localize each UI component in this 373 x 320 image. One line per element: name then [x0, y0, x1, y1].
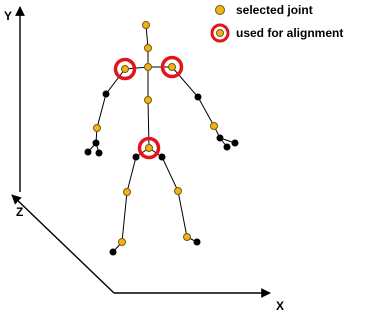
- left-ankle-joint: [118, 238, 126, 246]
- left-shoulder-joint: [121, 65, 129, 73]
- right-shoulder-alignment-ring: [160, 55, 184, 79]
- skeleton-bones: [87, 24, 236, 253]
- z-axis: [11, 194, 115, 294]
- z-axis-label: Z: [16, 205, 23, 219]
- spine-bone: [145, 24, 150, 149]
- left-leg-bone: [112, 156, 137, 253]
- other-joints: [84, 90, 239, 256]
- right-foot-joint: [193, 238, 201, 246]
- hip-center-joint: [145, 144, 153, 152]
- right-hand-joint: [216, 134, 224, 142]
- left-foot-joint: [109, 248, 117, 256]
- legend-alignment-joint-marker: [216, 29, 224, 37]
- hip-center-alignment-ring: [137, 136, 161, 160]
- right-elbow-joint: [194, 93, 202, 101]
- alignment-rings: [113, 55, 184, 160]
- left-knee-joint: [123, 188, 131, 196]
- left-elbow-joint: [102, 90, 110, 98]
- right-leg-bone: [161, 156, 198, 243]
- axes: Y Z X: [4, 6, 284, 313]
- right-shoulder-joint: [168, 63, 176, 71]
- x-axis-label: X: [276, 299, 284, 313]
- right-arm-bone: [148, 66, 228, 148]
- left-wrist-joint: [93, 124, 101, 132]
- right-hand-tip-joint: [223, 143, 231, 151]
- selected-joints: [93, 21, 218, 246]
- left-hand-tip-joint: [84, 148, 92, 156]
- right-hip-joint: [158, 153, 166, 161]
- left-hand-joint: [92, 139, 100, 147]
- neck-joint: [144, 44, 152, 52]
- legend-alignment-ring-marker: [210, 23, 230, 43]
- shoulder-center-joint: [144, 63, 152, 71]
- spine-joint: [144, 96, 152, 104]
- left-hip-joint: [132, 153, 140, 161]
- legend-alignment-label: used for alignment: [236, 26, 343, 40]
- legend-selected-joint-label: selected joint: [236, 3, 313, 17]
- legend: selected joint used for alignment: [210, 3, 343, 43]
- left-shoulder-alignment-ring: [113, 57, 137, 81]
- left-arm-bone: [87, 66, 149, 153]
- left-thumb-joint: [95, 149, 103, 157]
- right-thumb-joint: [231, 139, 239, 147]
- right-ankle-joint: [183, 233, 191, 241]
- legend-selected-joint-marker: [215, 5, 225, 15]
- right-knee-joint: [174, 187, 182, 195]
- y-axis-label: Y: [4, 9, 12, 23]
- head-joint: [142, 21, 150, 29]
- right-wrist-joint: [210, 122, 218, 130]
